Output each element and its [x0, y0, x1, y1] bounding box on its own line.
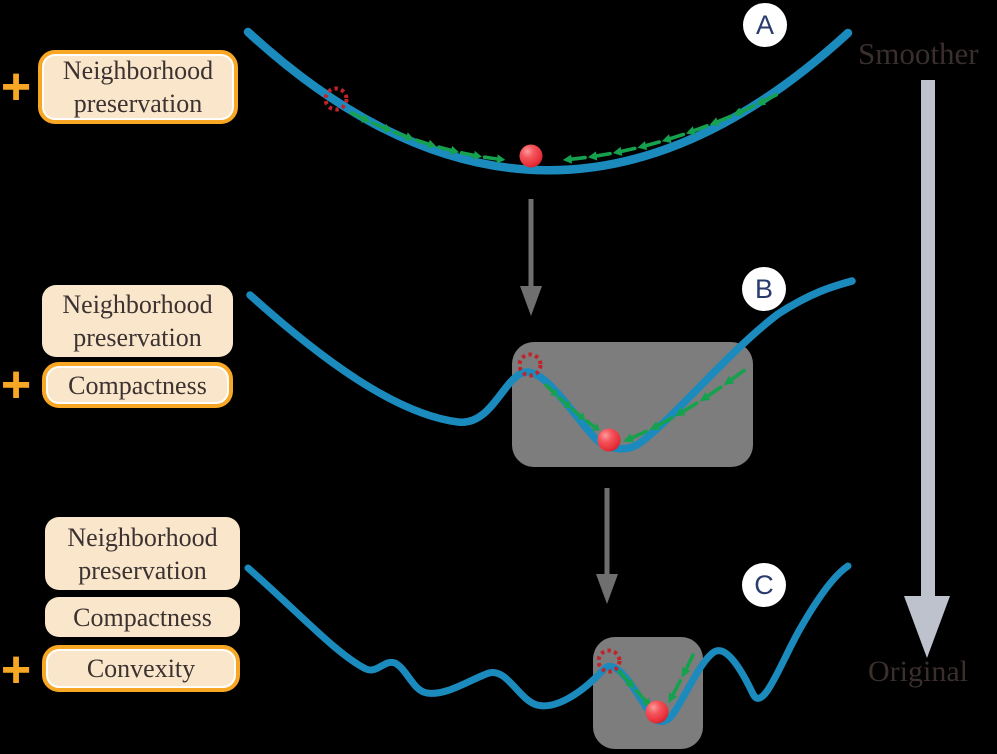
descent-arrow-dash [644, 140, 661, 148]
descent-arrows-c-left [617, 669, 652, 708]
panel-badge-c: C [742, 563, 786, 607]
descent-arrow-head [723, 375, 735, 386]
descent-arrow-head [587, 151, 598, 161]
descent-arrow-dash [762, 93, 779, 103]
descent-arrow-dash [684, 653, 695, 671]
plus-icon-c: + [0, 641, 32, 699]
descent-arrow-dash [569, 155, 587, 161]
plus-icon-a: + [0, 58, 32, 116]
descent-arrow-dash [544, 383, 555, 394]
descent-arrow-head [612, 146, 623, 156]
descent-arrow-head [496, 154, 506, 164]
descent-arrow-head [661, 134, 672, 144]
minimum-ball-c [645, 700, 669, 724]
start-point-ring-a [323, 86, 349, 112]
descent-arrow-dash [671, 678, 683, 697]
descent-arrow-dash [706, 385, 723, 398]
descent-arrow-head [549, 388, 558, 397]
descent-arrow-head [699, 392, 711, 402]
label-neighborhood-preservation-a: Neighborhood preservation [38, 50, 238, 124]
descent-arrow-dash [371, 121, 387, 130]
descent-arrow-dash [617, 669, 631, 684]
descent-arrow-head [674, 407, 686, 417]
plus-icon-b: + [0, 356, 32, 414]
descent-arrows-a-right [562, 93, 779, 164]
start-point-ring-b [517, 352, 543, 378]
descent-arrow-dash [437, 145, 453, 153]
start-point-ring-c [596, 648, 622, 674]
descent-arrow-dash [739, 104, 756, 114]
descent-arrow-head [637, 141, 648, 151]
descent-arrow-dash [584, 419, 597, 429]
descent-arrows-b-right [622, 368, 746, 443]
minimum-ball-a [519, 144, 543, 168]
descent-arrow-dash [349, 111, 365, 121]
descent-arrow-head [668, 692, 678, 704]
panel-badge-a: A [743, 3, 787, 47]
descent-arrow-dash [668, 132, 686, 141]
descent-arrow-head [382, 123, 392, 133]
label-convexity-c: Convexity [42, 645, 240, 692]
descent-arrow-dash [557, 395, 569, 406]
original-label: Original [868, 655, 968, 688]
descent-arrow-dash [729, 368, 746, 382]
highlight-region-b [512, 342, 753, 467]
descent-arrow-head [733, 107, 743, 116]
descent-arrow-head [649, 421, 661, 430]
descent-arrow-head [562, 154, 572, 164]
descent-arrow-head [685, 126, 696, 135]
descent-arrows-a-left [349, 111, 506, 164]
descent-arrow-dash [692, 124, 709, 133]
highlight-region-c [593, 637, 703, 749]
panel-badge-b: B [742, 267, 786, 311]
loss-curve-b [246, 277, 856, 453]
label-compactness-c: Compactness [45, 597, 240, 637]
descent-arrow-head [563, 400, 572, 409]
minimum-ball-b [597, 428, 621, 452]
descent-arrow-dash [656, 416, 674, 428]
smoothness-axis-arrow [904, 80, 950, 658]
descent-arrow-head [473, 150, 483, 160]
label-compactness-b: Compactness [42, 362, 233, 408]
descent-arrow-dash [681, 401, 699, 414]
descent-arrow-dash [594, 151, 612, 158]
descent-arrow-head [681, 666, 691, 678]
descent-arrow-dash [634, 688, 648, 703]
descent-arrow-dash [414, 138, 431, 146]
loss-curve-a [243, 27, 853, 175]
descent-arrow-head [622, 433, 634, 443]
descent-arrow-head [709, 117, 720, 126]
descent-arrow-dash [570, 407, 582, 418]
transition-arrow-b-to-c [596, 488, 618, 604]
smoother-label: Smoother [858, 36, 979, 71]
descent-arrow-dash [459, 151, 476, 158]
descent-arrow-head [625, 678, 635, 689]
descent-arrow-dash [630, 429, 649, 440]
descent-arrow-dash [619, 146, 637, 154]
descent-arrow-head [427, 139, 437, 149]
descent-arrow-head [404, 132, 414, 142]
descent-arrow-head [577, 412, 586, 420]
descent-arrow-dash [716, 114, 733, 124]
descent-arrow-head [591, 423, 600, 431]
descent-arrow-dash [392, 130, 409, 139]
label-neighborhood-preservation-c: Neighborhood preservation [45, 517, 240, 590]
descent-arrow-head [361, 114, 371, 123]
label-neighborhood-preservation-b: Neighborhood preservation [42, 285, 233, 357]
descent-arrow-head [756, 96, 766, 106]
descent-arrows-c-right [668, 653, 695, 704]
transition-arrow-a-to-b [520, 199, 542, 316]
descent-arrow-head [450, 145, 460, 155]
descent-arrows-b-left [544, 383, 600, 431]
descent-arrow-dash [482, 155, 499, 161]
